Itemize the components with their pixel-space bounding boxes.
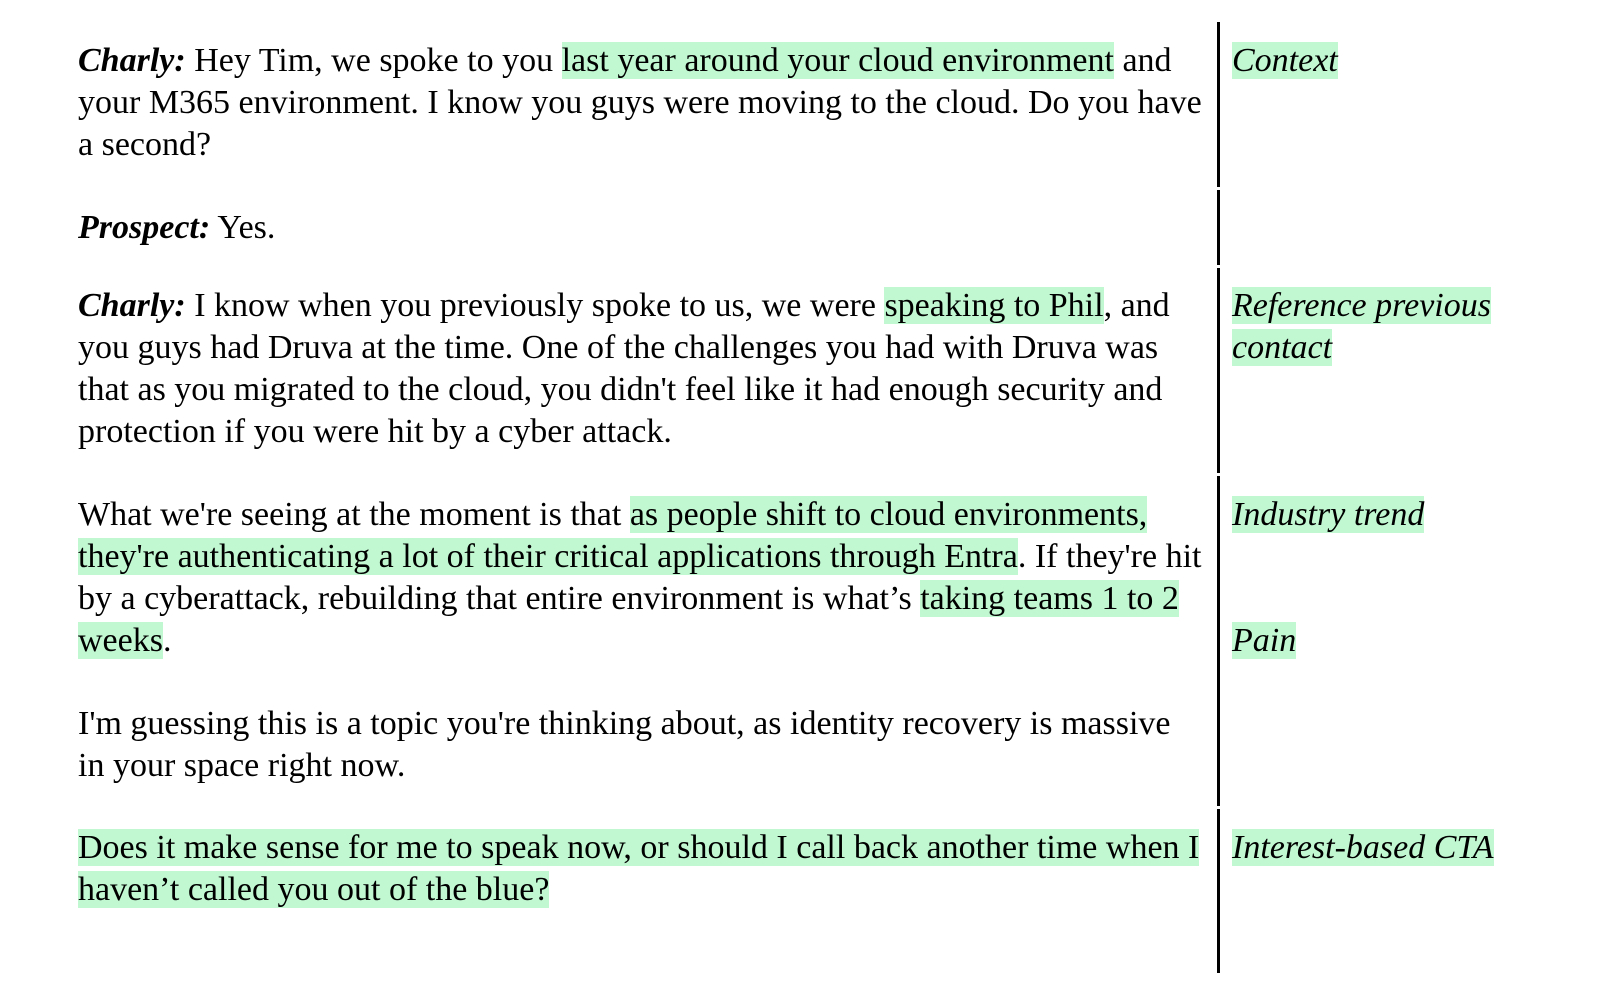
dialogue-text: Charly: Hey Tim, we spoke to you last ye… bbox=[78, 40, 1203, 166]
dialogue-segment: . If they're hit by a cyberattack, rebui… bbox=[78, 538, 1202, 617]
highlighted-phrase: last year around your cloud environment bbox=[561, 42, 1114, 79]
dialogue-segment: , and you guys had Druva at the time. On… bbox=[78, 287, 1170, 450]
annotation-label: Pain bbox=[1232, 622, 1297, 659]
annotation-note: Reference previous contact bbox=[1232, 285, 1532, 369]
dialogue-text: Prospect: Yes. bbox=[78, 207, 1203, 249]
transcript-row-5: Does it make sense for me to speak now, … bbox=[0, 827, 1608, 947]
annotation-label: Industry trend bbox=[1232, 496, 1425, 533]
annotation-label: Context bbox=[1232, 42, 1338, 79]
dialogue-segment: I know when you previously spoke to us, … bbox=[185, 287, 885, 324]
dialogue-segment: I'm guessing this is a topic you're thin… bbox=[78, 705, 1171, 784]
dialogue-text: Charly: I know when you previously spoke… bbox=[78, 285, 1203, 453]
dialogue-text: Does it make sense for me to speak now, … bbox=[78, 827, 1203, 911]
dialogue-text: What we're seeing at the moment is that … bbox=[78, 494, 1203, 662]
dialogue-segment: . bbox=[162, 622, 172, 659]
annotation-note: Context bbox=[1232, 40, 1532, 82]
divider-line bbox=[1217, 190, 1220, 265]
transcript-row-3: Charly: I know when you previously spoke… bbox=[0, 285, 1608, 465]
transcript-row-2: Prospect: Yes. bbox=[0, 207, 1608, 267]
annotation-label: Interest-based CTA bbox=[1232, 829, 1494, 866]
divider-line bbox=[1217, 22, 1220, 187]
annotation-note: Industry trend bbox=[1232, 494, 1532, 536]
speaker-name: Prospect: bbox=[78, 209, 211, 246]
speaker-name: Charly: bbox=[78, 42, 186, 79]
divider-line bbox=[1217, 809, 1220, 973]
divider-line bbox=[1217, 476, 1220, 806]
dialogue-segment: Hey Tim, we spoke to you bbox=[185, 42, 562, 79]
annotation-note: Interest-based CTA bbox=[1232, 827, 1532, 869]
divider-line bbox=[1217, 268, 1220, 473]
dialogue-segment: Yes. bbox=[210, 209, 276, 246]
dialogue-text: I'm guessing this is a topic you're thin… bbox=[78, 703, 1203, 787]
annotation-label: Reference previous contact bbox=[1232, 287, 1491, 366]
annotation-note: Pain bbox=[1232, 620, 1532, 662]
speaker-name: Charly: bbox=[78, 287, 186, 324]
dialogue-segment: What we're seeing at the moment is that bbox=[78, 496, 630, 533]
transcript-row-1: Charly: Hey Tim, we spoke to you last ye… bbox=[0, 40, 1608, 188]
highlighted-phrase: speaking to Phil bbox=[884, 287, 1104, 324]
transcript-row-4: What we're seeing at the moment is that … bbox=[0, 494, 1608, 804]
dialogue-segment: and your M365 environment. I know you gu… bbox=[78, 42, 1202, 163]
highlighted-phrase: Does it make sense for me to speak now, … bbox=[78, 829, 1200, 908]
